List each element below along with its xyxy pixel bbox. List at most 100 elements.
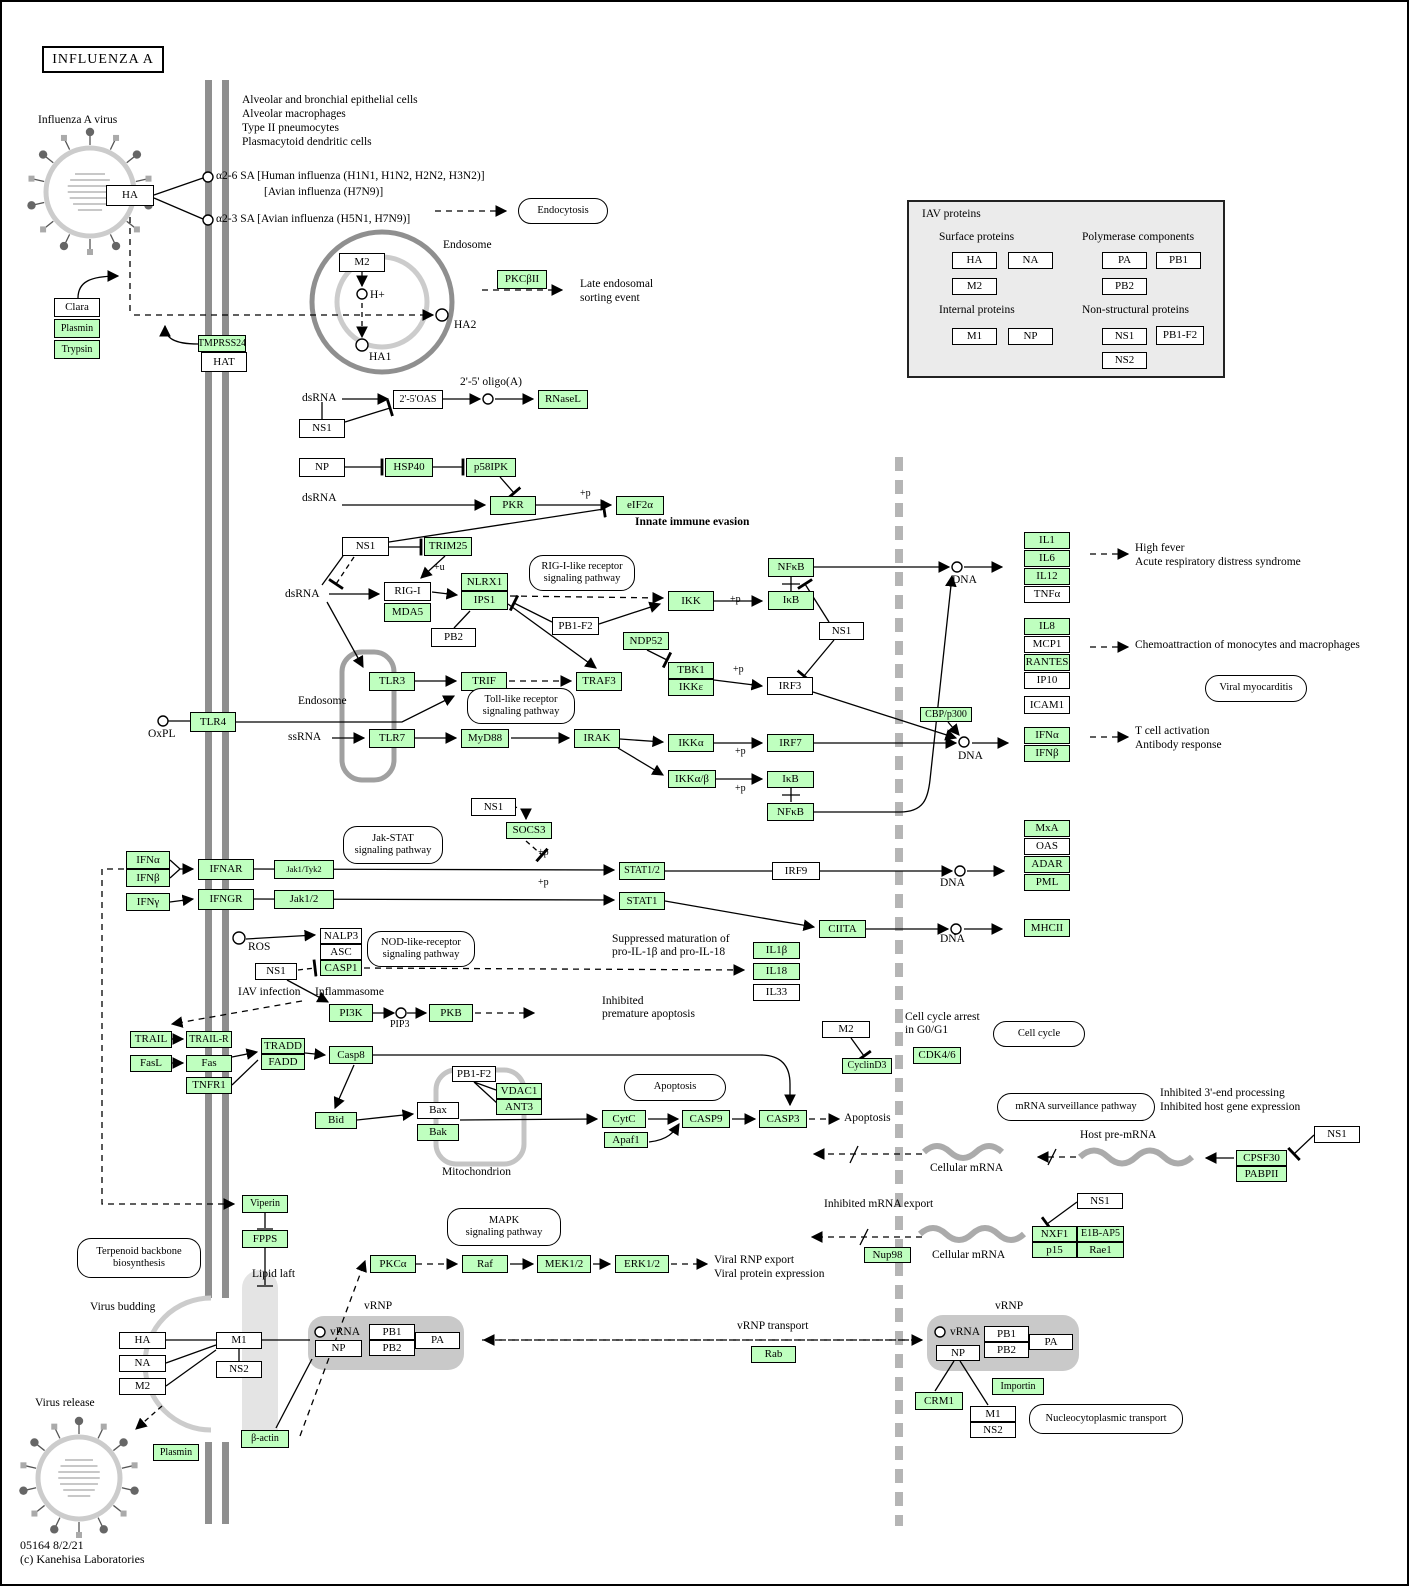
gene-box-il1[interactable]: IL1	[1024, 532, 1070, 549]
pathway-oval-terpenoid-backbone-biosynthesis[interactable]: Terpenoid backbone biosynthesis	[77, 1238, 201, 1278]
gene-box-cdk4-6[interactable]: CDK4/6	[913, 1047, 961, 1064]
gene-box-ikk[interactable]: IKKα/β	[668, 770, 716, 788]
gene-box-bax[interactable]: Bax	[417, 1102, 459, 1119]
gene-box-pb2[interactable]: PB2	[984, 1342, 1029, 1358]
gene-box-fasl[interactable]: FasL	[130, 1055, 172, 1072]
gene-box-ant3[interactable]: ANT3	[496, 1099, 542, 1115]
gene-box-p15[interactable]: p15	[1032, 1242, 1077, 1258]
gene-box-nalp3[interactable]: NALP3	[320, 928, 362, 944]
gene-box-casp3[interactable]: CASP3	[759, 1110, 807, 1128]
pathway-oval-viral-myocarditis[interactable]: Viral myocarditis	[1205, 675, 1307, 702]
gene-box-ikk[interactable]: IKKε	[668, 679, 714, 696]
gene-box-nlrx1[interactable]: NLRX1	[461, 573, 508, 591]
gene-box-pkc-ii[interactable]: PKCβII	[497, 270, 547, 289]
gene-box-apaf1[interactable]: Apaf1	[604, 1132, 648, 1148]
gene-box-rig-i[interactable]: RIG-I	[384, 582, 431, 601]
gene-box-rae1[interactable]: Rae1	[1077, 1242, 1124, 1258]
gene-box-ikk[interactable]: IKK	[668, 591, 714, 611]
gene-box-pkb[interactable]: PKB	[429, 1004, 473, 1022]
pathway-oval-toll-like-receptor-signaling-pathway[interactable]: Toll-like receptor signaling pathway	[467, 688, 575, 724]
gene-box-m2[interactable]: M2	[822, 1021, 870, 1038]
gene-box-m1[interactable]: M1	[952, 328, 997, 345]
gene-box-m1[interactable]: M1	[970, 1406, 1016, 1422]
gene-box-stat1[interactable]: STAT1	[619, 892, 665, 910]
gene-box-m2[interactable]: M2	[119, 1378, 166, 1395]
pathway-oval-nucleocytoplasmic-transport[interactable]: Nucleocytoplasmic transport	[1029, 1404, 1183, 1434]
gene-box-hsp40[interactable]: HSP40	[385, 458, 433, 477]
gene-box-casp1[interactable]: CASP1	[320, 960, 362, 976]
gene-box-bid[interactable]: Bid	[315, 1112, 357, 1129]
gene-box-ciita[interactable]: CIITA	[819, 920, 866, 938]
gene-box-fadd[interactable]: FADD	[261, 1054, 305, 1070]
gene-box-tradd[interactable]: TRADD	[261, 1038, 305, 1054]
gene-box-tlr3[interactable]: TLR3	[369, 672, 415, 691]
gene-box-nf-b[interactable]: NFκB	[768, 558, 814, 577]
gene-box-pa[interactable]: PA	[415, 1332, 460, 1349]
gene-box-il18[interactable]: IL18	[753, 963, 800, 980]
gene-box-i-b[interactable]: IκB	[768, 591, 814, 610]
gene-box-il6[interactable]: IL6	[1024, 550, 1070, 567]
gene-box-mek1-2[interactable]: MEK1/2	[537, 1255, 591, 1273]
gene-box-ha[interactable]: HA	[106, 185, 154, 206]
gene-box-il1[interactable]: IL1β	[753, 942, 800, 959]
gene-box-mxa[interactable]: MxA	[1024, 820, 1070, 837]
gene-box-ns2[interactable]: NS2	[970, 1422, 1016, 1438]
gene-box-ifn[interactable]: IFNα	[126, 851, 170, 869]
gene-box-ndp52[interactable]: NDP52	[623, 632, 669, 650]
gene-box-pb1[interactable]: PB1	[1156, 252, 1201, 269]
gene-box-na[interactable]: NA	[1008, 252, 1053, 269]
gene-box-np[interactable]: NP	[299, 458, 345, 477]
gene-box-eif2[interactable]: eIF2α	[616, 496, 664, 515]
gene-box-raf[interactable]: Raf	[462, 1255, 508, 1273]
pathway-oval-mapk-signaling-pathway[interactable]: MAPK signaling pathway	[447, 1208, 561, 1246]
gene-box-fas[interactable]: Fas	[186, 1055, 232, 1072]
gene-box-m2[interactable]: M2	[339, 253, 385, 272]
gene-box-irak[interactable]: IRAK	[574, 729, 620, 748]
gene-box-pa[interactable]: PA	[1102, 252, 1147, 269]
gene-box-m2[interactable]: M2	[952, 278, 997, 295]
gene-box-adar[interactable]: ADAR	[1024, 856, 1070, 873]
gene-box-pb1[interactable]: PB1	[369, 1324, 415, 1340]
gene-box-pb1-f2[interactable]: PB1-F2	[452, 1066, 496, 1082]
pathway-oval-apoptosis[interactable]: Apoptosis	[624, 1074, 726, 1101]
gene-box-ip10[interactable]: IP10	[1024, 672, 1070, 689]
gene-box-ifn[interactable]: IFNβ	[126, 869, 170, 887]
gene-box-pb1-f2[interactable]: PB1-F2	[552, 617, 599, 635]
gene-box-rnasel[interactable]: RNaseL	[538, 390, 588, 409]
gene-box-crm1[interactable]: CRM1	[915, 1392, 963, 1410]
gene-box-pkr[interactable]: PKR	[490, 496, 536, 515]
gene-box-ns1[interactable]: NS1	[471, 798, 516, 816]
gene-box-ns1[interactable]: NS1	[1077, 1193, 1123, 1209]
gene-box-il8[interactable]: IL8	[1024, 618, 1070, 635]
gene-box-ha[interactable]: HA	[952, 252, 997, 269]
gene-box-cytc[interactable]: CytC	[602, 1110, 646, 1128]
gene-box-irf3[interactable]: IRF3	[767, 677, 813, 695]
gene-box-pabpii[interactable]: PABPII	[1236, 1166, 1287, 1182]
gene-box-pb2[interactable]: PB2	[1102, 278, 1147, 295]
gene-box-mcp1[interactable]: MCP1	[1024, 636, 1070, 653]
gene-box-na[interactable]: NA	[119, 1355, 166, 1372]
gene-box-trypsin[interactable]: Trypsin	[54, 340, 100, 359]
gene-box-actin[interactable]: β-actin	[241, 1430, 289, 1448]
gene-box-tlr4[interactable]: TLR4	[190, 712, 236, 732]
gene-box-ifn[interactable]: IFNβ	[1024, 745, 1070, 762]
gene-box-stat1-2[interactable]: STAT1/2	[619, 862, 665, 880]
gene-box-bak[interactable]: Bak	[417, 1124, 459, 1141]
gene-box-ns1[interactable]: NS1	[819, 622, 864, 640]
pathway-oval-jak-stat-signaling-pathway[interactable]: Jak-STAT signaling pathway	[343, 826, 443, 864]
gene-box-tmprss24[interactable]: TMPRSS24	[198, 335, 246, 352]
gene-box-il12[interactable]: IL12	[1024, 568, 1070, 585]
gene-box-nf-b[interactable]: NFκB	[767, 803, 814, 821]
gene-box-tlr7[interactable]: TLR7	[369, 729, 415, 748]
gene-box-plasmin[interactable]: Plasmin	[153, 1444, 199, 1461]
gene-box-erk1-2[interactable]: ERK1/2	[615, 1255, 669, 1273]
gene-box-hat[interactable]: HAT	[201, 352, 247, 372]
gene-box-ns1[interactable]: NS1	[255, 963, 297, 980]
gene-box-ns2[interactable]: NS2	[1102, 352, 1147, 369]
gene-box-m1[interactable]: M1	[216, 1332, 262, 1349]
gene-box-ha[interactable]: HA	[119, 1332, 166, 1349]
gene-box-pi3k[interactable]: PI3K	[329, 1004, 373, 1022]
gene-box-rantes[interactable]: RANTES	[1024, 654, 1070, 671]
gene-box-ns1[interactable]: NS1	[299, 419, 345, 438]
gene-box-plasmin[interactable]: Plasmin	[54, 319, 100, 338]
